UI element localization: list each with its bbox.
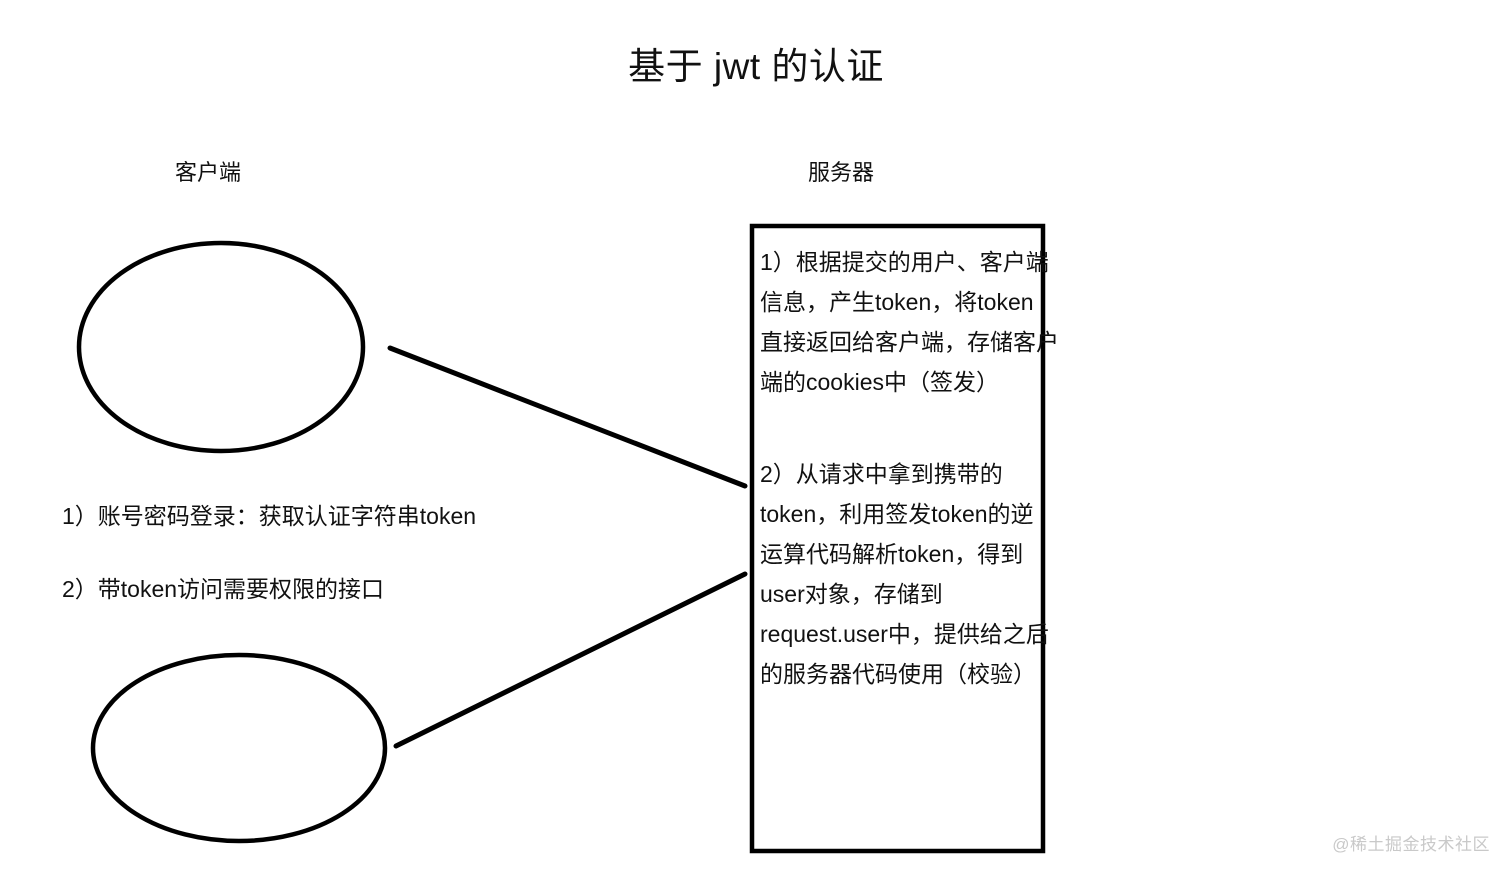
- watermark: @稀土掘金技术社区: [1332, 835, 1490, 854]
- server-block-1-line-2: 信息，产生token，将token: [760, 289, 1034, 315]
- server-block-2: 2）从请求中拿到携带的 token，利用签发token的逆 运算代码解析toke…: [760, 454, 1049, 694]
- server-block-1: 1）根据提交的用户、客户端 信息，产生token，将token 直接返回给客户端…: [760, 242, 1059, 402]
- server-block-1-line-4: 端的cookies中（签发）: [760, 369, 999, 395]
- server-block-2-line-5: request.user中，提供给之后: [760, 621, 1049, 647]
- page-title: 基于 jwt 的认证: [628, 46, 884, 87]
- client-note-1: 1）账号密码登录：获取认证字符串token: [62, 503, 477, 529]
- client-note-2: 2）带token访问需要权限的接口: [62, 576, 385, 602]
- server-block-2-line-1: 2）从请求中拿到携带的: [760, 461, 1003, 487]
- client-column-label: 客户端: [175, 160, 242, 185]
- connector-login-request: [387, 345, 748, 489]
- server-block-2-line-2: token，利用签发token的逆: [760, 501, 1034, 527]
- client-node-bottom: [90, 652, 388, 844]
- server-block-2-line-3: 运算代码解析token，得到: [760, 541, 1024, 567]
- server-block-2-line-4: user对象，存储到: [760, 581, 943, 607]
- server-column-label: 服务器: [808, 160, 875, 185]
- client-node-top: [76, 240, 366, 454]
- server-block-1-line-3: 直接返回给客户端，存储客户: [760, 329, 1059, 355]
- server-block-1-line-1: 1）根据提交的用户、客户端: [760, 249, 1049, 275]
- server-block-2-line-6: 的服务器代码使用（校验）: [760, 661, 1036, 687]
- connector-token-request: [393, 571, 748, 749]
